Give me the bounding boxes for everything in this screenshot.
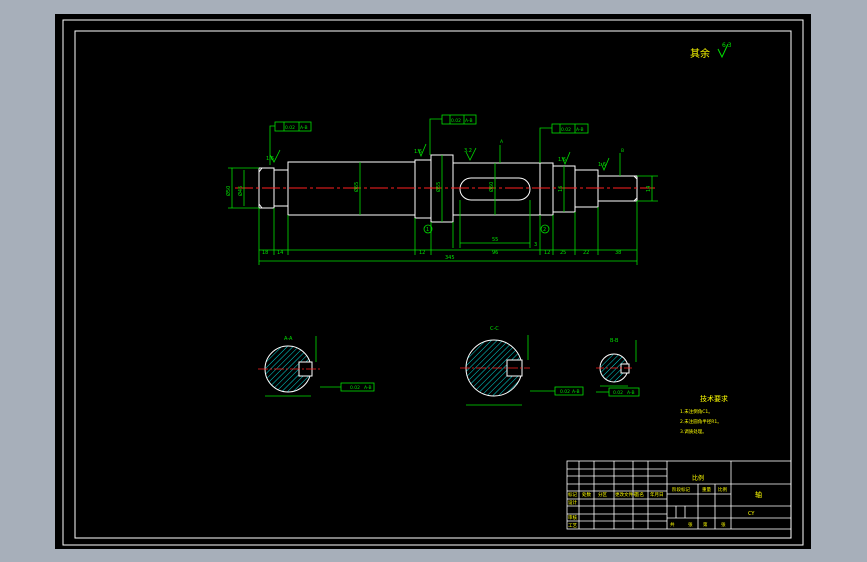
tolerance-ref: A-B <box>627 390 635 396</box>
main-dimension-labels: 18 14 12 55 96 3 12 25 22 38 345 Ø65 Ø55… <box>225 182 652 261</box>
surface-note-value: 6.3 <box>722 42 732 49</box>
dimension-label: 14 <box>277 250 283 256</box>
dimension-label: 345 <box>445 255 455 261</box>
tolerance-value: 0.02 <box>561 127 571 133</box>
roughness-symbols <box>269 143 610 172</box>
title-block-text: 比例 轴 CY 标记 处数 分区 更改文件号 签名 年月日 设计 审核 工艺 阶… <box>568 474 762 529</box>
section-c-keyway <box>620 363 630 374</box>
dimension-label: Ø65 <box>353 182 360 192</box>
mark-label: 标记 <box>568 491 577 498</box>
roughness-value: 1.6 <box>558 157 566 163</box>
dimension-label: 18 <box>262 250 268 256</box>
drawing-number: CY <box>748 511 755 517</box>
dimension-label: Ø45 <box>237 186 244 196</box>
roughness-value: 1.6 <box>598 162 606 168</box>
tolerance-value: 0.02 <box>451 118 461 124</box>
dimension-label: 16 <box>558 186 564 192</box>
roughness-symbol-icon <box>561 151 571 166</box>
dimension-label: 25 <box>560 250 566 256</box>
row-label: 审核 <box>568 514 577 521</box>
tolerance-value: 0.02 <box>613 390 623 396</box>
technical-requirements: 技术要求 1.未注倒角C1。 2.未注圆角半径R1。 3.调质处理。 <box>680 394 728 435</box>
tolerance-ref: A-B <box>465 118 473 124</box>
mark-label: 签名 <box>635 491 644 498</box>
dimension-label: 12 <box>419 250 425 256</box>
section-a: A-A 0.02 A-B <box>258 336 375 397</box>
inner-border <box>74 30 792 539</box>
surface-note-text: 其余 <box>690 47 710 60</box>
datum-label: A <box>500 139 504 145</box>
count-label: 张 <box>688 521 693 528</box>
mark-label: 更改文件号 <box>615 491 638 498</box>
outer-border <box>62 19 804 546</box>
tech-title: 技术要求 <box>700 394 728 403</box>
tolerance-value: 0.02 <box>350 385 360 391</box>
chamfer-line <box>633 175 638 180</box>
roughness-symbol-icon <box>600 157 610 172</box>
stage-label: 比例 <box>718 486 727 493</box>
roughness-symbol-icon <box>717 43 729 59</box>
tolerance-ref: A-B <box>572 389 580 395</box>
dimension-label: 12 <box>544 250 550 256</box>
balloon-label: 1 <box>426 227 429 233</box>
section-a-label: A-A <box>284 336 293 342</box>
row-label: 工艺 <box>568 523 577 529</box>
roughness-symbol-icon <box>465 147 477 161</box>
tech-line: 1.未注倒角C1。 <box>680 408 713 415</box>
chamfer-line <box>633 197 638 202</box>
tolerance-frames <box>269 114 621 176</box>
count-label: 共 <box>670 521 675 528</box>
chamfer-line <box>258 203 263 209</box>
tolerance-text: 0.02 A-B 0.02 A-B 0.02 A-B A B <box>285 118 624 154</box>
section-b-label: C-C <box>490 326 499 332</box>
balloon-label: 2 <box>543 227 546 233</box>
surface-roughness-note: 其余 6.3 <box>690 42 732 60</box>
count-label: 第 <box>703 521 708 528</box>
main-view-dimensions <box>228 155 658 265</box>
mark-label: 处数 <box>582 491 591 498</box>
row-label: 设计 <box>568 499 577 506</box>
part-name: 轴 <box>755 490 762 499</box>
datum-label: B <box>621 148 624 154</box>
roughness-symbol-icon <box>269 149 281 163</box>
roughness-symbol-icon <box>417 143 427 158</box>
stage-label: 阶段标记 <box>672 486 690 493</box>
stage-label: 重量 <box>702 486 711 493</box>
section-c: B-B 0.02 A-B <box>596 338 640 397</box>
tolerance-ref: A-B <box>300 125 308 131</box>
dimension-label: 38 <box>615 250 621 256</box>
dimension-label: 22 <box>583 250 589 256</box>
roughness-value: 3.2 <box>464 148 472 154</box>
tolerance-ref: A-B <box>576 127 584 133</box>
balloon-markers: 1 2 <box>423 224 550 234</box>
tolerance-ref: A-B <box>364 385 372 391</box>
section-c-label: B-B <box>610 338 619 344</box>
count-label: 张 <box>721 521 726 528</box>
mark-label: 年月日 <box>650 491 664 498</box>
chamfer-line <box>258 167 263 173</box>
tech-line: 2.未注圆角半径R1。 <box>680 418 722 425</box>
tech-line: 3.调质处理。 <box>680 428 707 435</box>
tolerance-value: 0.02 <box>285 125 295 131</box>
dimension-label: Ø50 <box>225 186 232 196</box>
dimension-label: Ø60 <box>488 182 495 192</box>
dimension-label: 14 <box>646 186 652 192</box>
title-block-header: 比例 <box>692 474 704 482</box>
title-block <box>566 460 792 530</box>
mark-label: 分区 <box>598 491 607 498</box>
section-b: C-C 0.02 A-B <box>460 326 584 406</box>
dimension-label: 96 <box>492 250 498 256</box>
dimension-label: 55 <box>492 237 498 243</box>
drawing-sheet <box>55 14 811 549</box>
dimension-label: Ø55 <box>435 182 442 192</box>
dimension-label: 3 <box>534 242 537 248</box>
tolerance-value: 0.02 <box>560 389 570 395</box>
roughness-value: 1.6 <box>414 149 422 155</box>
